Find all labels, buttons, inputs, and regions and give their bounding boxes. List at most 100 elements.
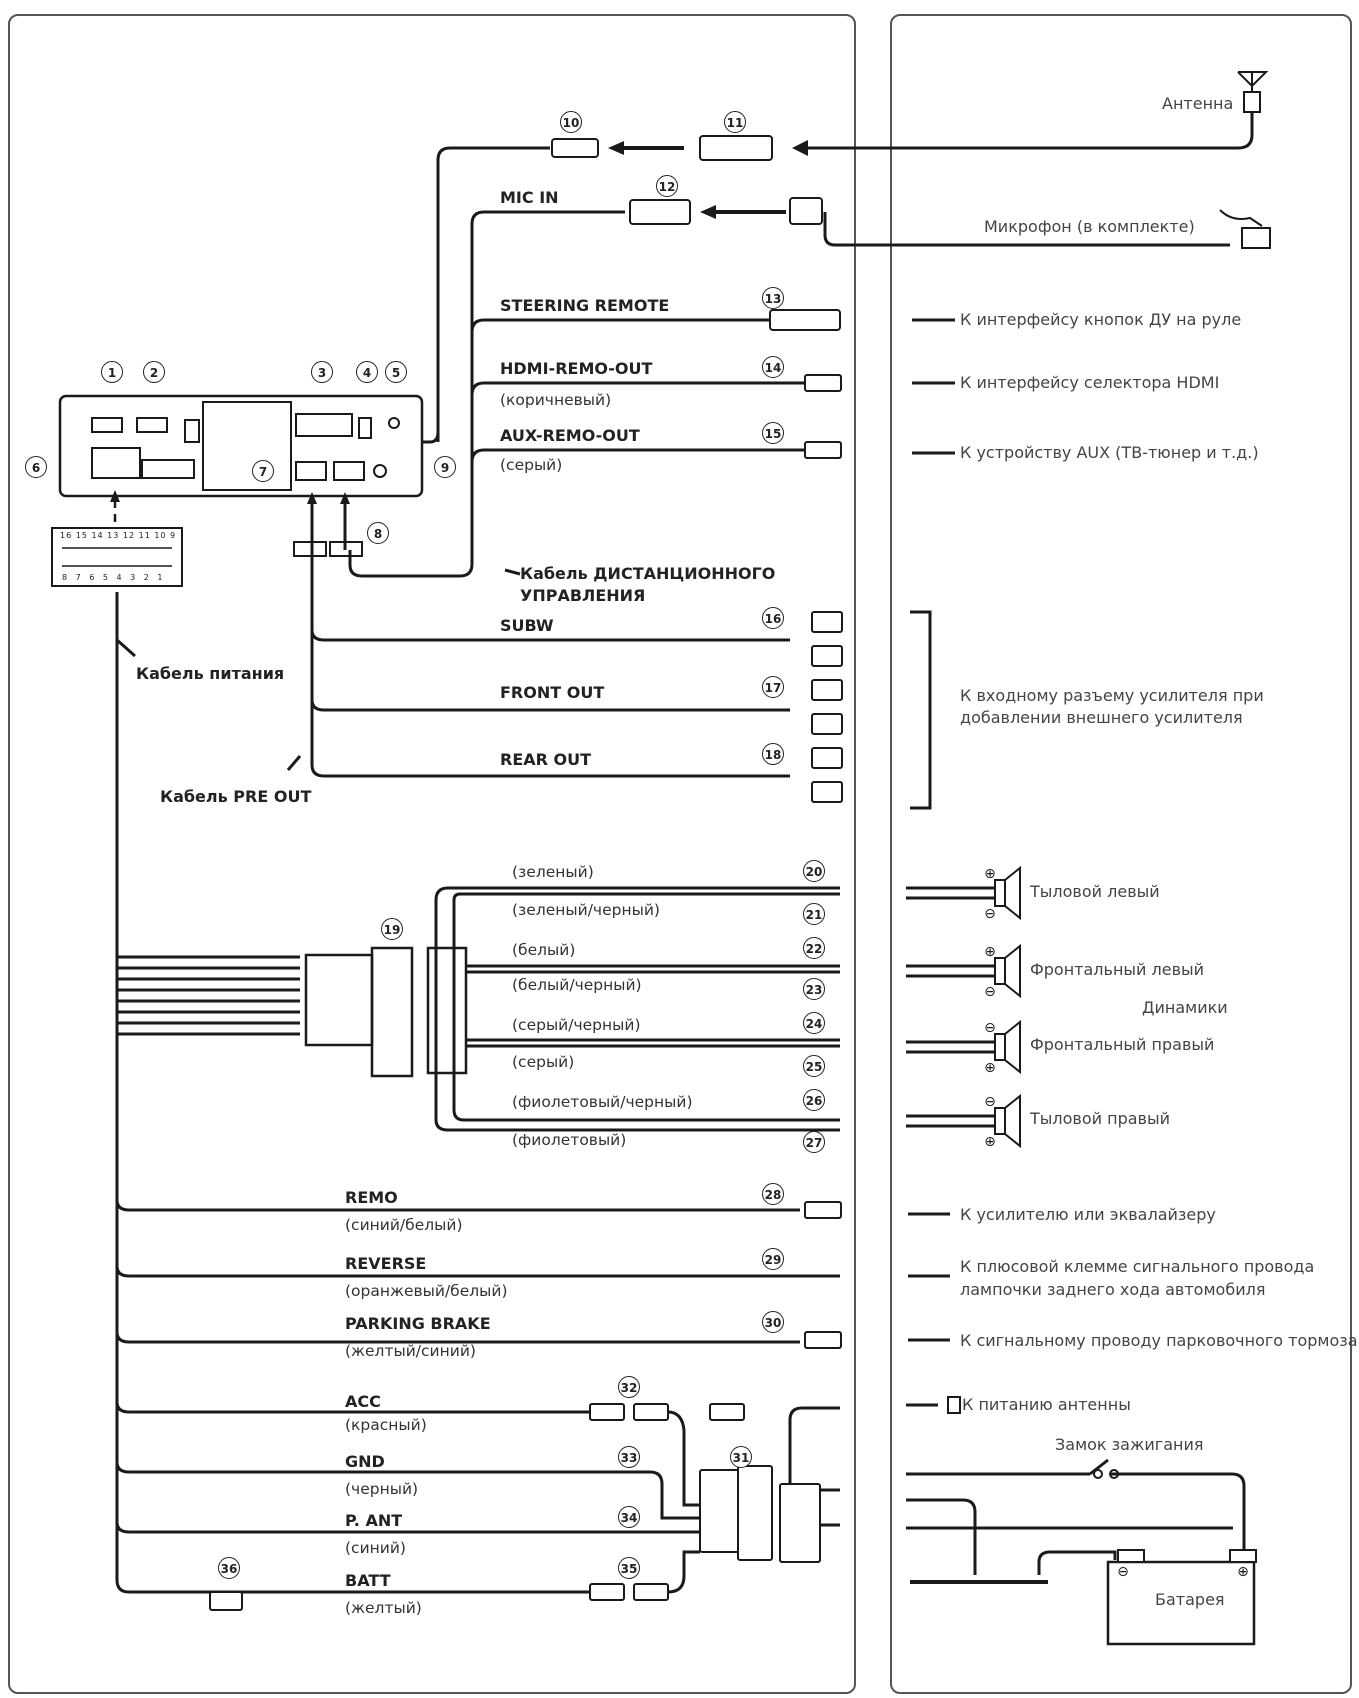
callout-16: 16: [762, 607, 784, 629]
label-reverse-color: (оранжевый/белый): [345, 1282, 508, 1300]
svg-text:⊖: ⊖: [984, 1094, 996, 1110]
callout-23: 23: [803, 978, 825, 1000]
power-cable: [115, 592, 620, 1594]
speaker-wire-1: (зеленый): [512, 863, 594, 881]
label-batt-color: (желтый): [345, 1599, 422, 1617]
right-amp-1: К входному разъему усилителя при: [960, 686, 1264, 705]
svg-text:⊕: ⊕: [984, 1060, 996, 1076]
callout-26: 26: [803, 1089, 825, 1111]
callout-27: 27: [803, 1131, 825, 1153]
callout-2: 2: [143, 361, 165, 383]
label-gnd: GND: [345, 1452, 385, 1471]
svg-text:⊕: ⊕: [984, 944, 996, 960]
callout-35: 35: [618, 1557, 640, 1579]
callout-9: 9: [434, 456, 456, 478]
callout-15: 15: [762, 422, 784, 444]
right-hdmi: К интерфейсу селектора HDMI: [960, 373, 1220, 392]
callout-5: 5: [385, 361, 407, 383]
callout-17: 17: [762, 676, 784, 698]
callout-19: 19: [381, 918, 403, 940]
amp-bracket: [910, 610, 932, 810]
label-parking: PARKING BRAKE: [345, 1314, 491, 1333]
callout-20: 20: [803, 860, 825, 882]
speaker-wire-5: (серый/черный): [512, 1016, 641, 1034]
callout-14: 14: [762, 356, 784, 378]
callout-10: 10: [560, 111, 582, 133]
right-reverse-1: К плюсовой клемме сигнального провода: [960, 1257, 1315, 1276]
label-pant-color: (синий): [345, 1539, 406, 1557]
label-parking-color: (желтый/синий): [345, 1342, 476, 1360]
pin-numbers-top: 16 15 14 13 12 11 10 9: [60, 531, 177, 540]
mic-cable: [823, 212, 1230, 247]
right-ignition: Замок зажигания: [1055, 1435, 1204, 1454]
label-antenna: Антенна: [1162, 94, 1234, 113]
right-panel: [890, 14, 1352, 1694]
label-acc-color: (красный): [345, 1416, 427, 1434]
label-remo-color: (синий/белый): [345, 1216, 463, 1234]
right-front-left: Фронтальный левый: [1030, 960, 1205, 979]
label-remo: REMO: [345, 1188, 398, 1207]
speaker-wire-2: (зеленый/черный): [512, 901, 660, 919]
label-front-out: FRONT OUT: [500, 683, 605, 702]
preout-cable: [310, 500, 790, 778]
callout-11: 11: [724, 111, 746, 133]
speaker-wire-3: (белый): [512, 941, 576, 959]
label-aux-color: (серый): [500, 456, 563, 474]
right-steering: К интерфейсу кнопок ДУ на руле: [960, 310, 1242, 329]
callout-7: 7: [252, 460, 274, 482]
label-remote-cable-1: Кабель ДИСТАНЦИОННОГО: [520, 564, 776, 583]
label-mic-in: MIC IN: [500, 188, 559, 207]
label-remote-cable-2: УПРАВЛЕНИЯ: [520, 586, 646, 605]
callout-18: 18: [762, 743, 784, 765]
callout-32: 32: [618, 1376, 640, 1398]
speaker-wire-6: (серый): [512, 1053, 575, 1071]
label-aux-remo-out: AUX-REMO-OUT: [500, 426, 640, 445]
callout-13: 13: [762, 287, 784, 309]
right-speakers: Динамики: [1142, 998, 1228, 1017]
right-parking: К сигнальному проводу парковочного тормо…: [960, 1331, 1358, 1350]
label-subw: SUBW: [500, 616, 554, 635]
pin-numbers-bottom: 8 7 6 5 4 3 2 1: [62, 573, 166, 582]
label-pant: P. ANT: [345, 1511, 403, 1530]
label-acc: ACC: [345, 1392, 381, 1411]
svg-text:⊖: ⊖: [984, 906, 996, 922]
right-ant-power: К питанию антенны: [962, 1395, 1131, 1414]
speaker-wire-7: (фиолетовый/черный): [512, 1093, 693, 1111]
label-mic: Микрофон (в комплекте): [984, 217, 1195, 236]
remote-cable: [348, 210, 625, 578]
callout-12: 12: [656, 175, 678, 197]
label-rear-out: REAR OUT: [500, 750, 592, 769]
antenna-cable: [800, 110, 1254, 150]
svg-text:⊖: ⊖: [984, 984, 996, 1000]
right-amp-2: добавлении внешнего усилителя: [960, 708, 1243, 727]
speaker-wire-4: (белый/черный): [512, 976, 642, 994]
right-remo: К усилителю или эквалайзеру: [960, 1205, 1216, 1224]
label-gnd-color: (черный): [345, 1480, 419, 1498]
svg-text:⊕: ⊕: [984, 1134, 996, 1150]
callout-25: 25: [803, 1055, 825, 1077]
svg-text:⊖: ⊖: [1117, 1564, 1129, 1580]
callout-1: 1: [101, 361, 123, 383]
callout-3: 3: [311, 361, 333, 383]
callout-8: 8: [367, 522, 389, 544]
svg-text:⊕: ⊕: [1237, 1564, 1249, 1580]
callout-29: 29: [762, 1248, 784, 1270]
callout-31: 31: [730, 1446, 752, 1468]
svg-text:⊖: ⊖: [984, 1020, 996, 1036]
right-reverse-2: лампочки заднего хода автомобиля: [960, 1280, 1266, 1299]
speaker-wire-8: (фиолетовый): [512, 1131, 627, 1149]
label-power-cable: Кабель питания: [136, 664, 285, 683]
callout-36: 36: [218, 1557, 240, 1579]
callout-21: 21: [803, 903, 825, 925]
callout-4: 4: [356, 361, 378, 383]
callout-30: 30: [762, 1311, 784, 1333]
right-aux: К устройству AUX (ТВ-тюнер и т.д.): [960, 443, 1259, 462]
right-rear-left: Тыловой левый: [1030, 882, 1160, 901]
label-steering-remote: STEERING REMOTE: [500, 296, 670, 315]
label-hdmi-color: (коричневый): [500, 391, 612, 409]
label-preout-cable: Кабель PRE OUT: [160, 787, 312, 806]
callout-22: 22: [803, 937, 825, 959]
callout-6: 6: [25, 456, 47, 478]
callout-34: 34: [618, 1506, 640, 1528]
